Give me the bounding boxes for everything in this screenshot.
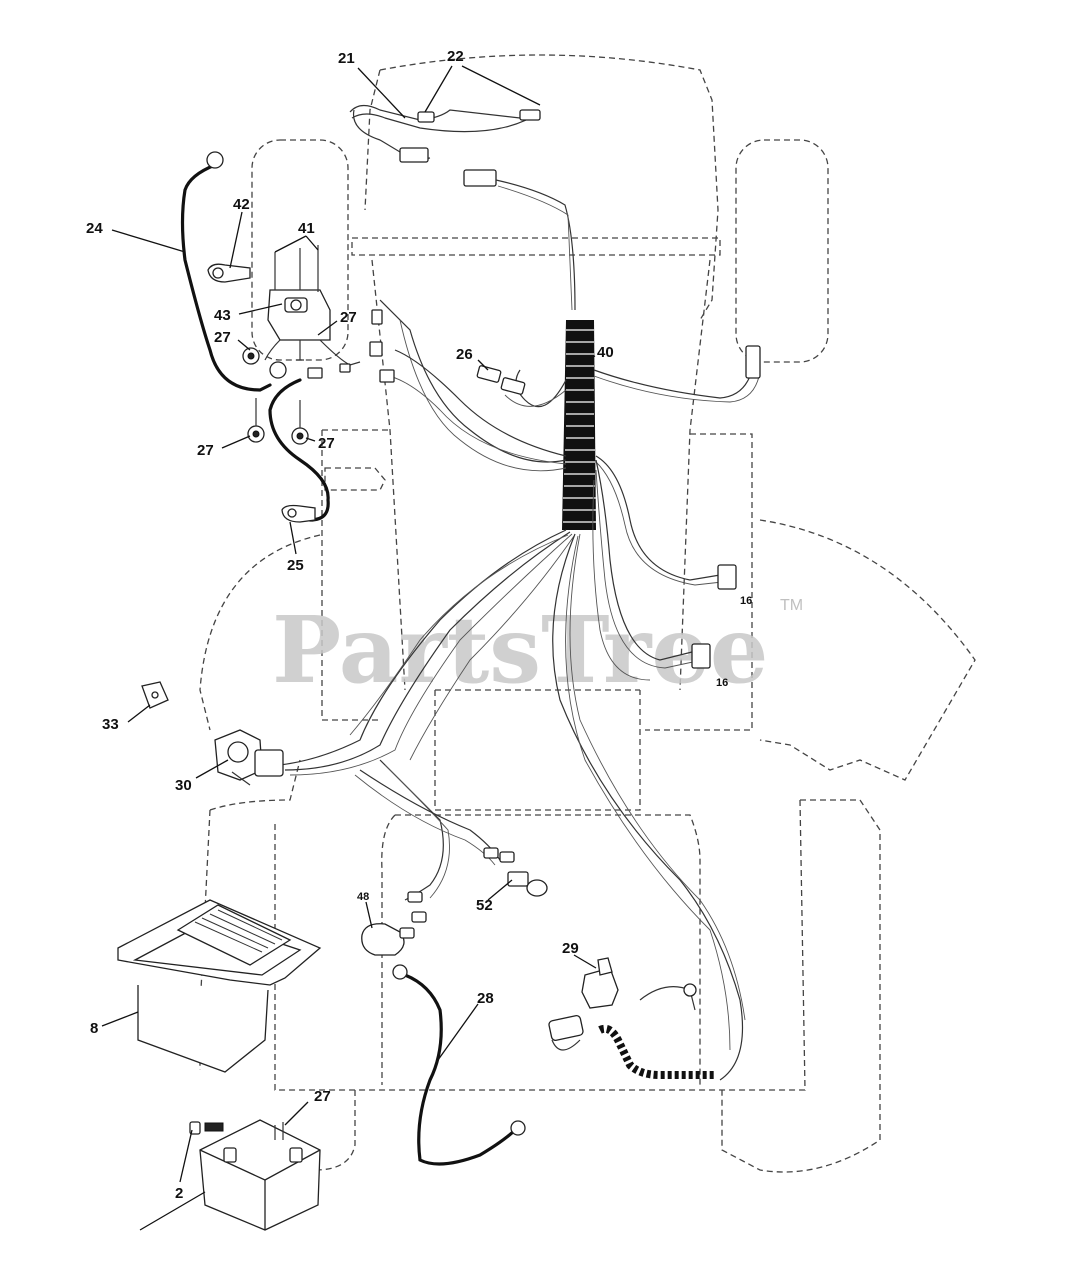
coil-cord: [598, 1024, 715, 1079]
callout-52: 52: [476, 897, 493, 914]
solenoid-assembly: [207, 245, 361, 379]
ignition-switch: [214, 729, 284, 786]
callout-16-upper: 16: [740, 595, 752, 607]
callout-48: 48: [357, 891, 369, 903]
callout-26: 26: [456, 346, 473, 363]
callout-27-solenoid: 27: [340, 309, 357, 326]
connector-26: [369, 309, 526, 395]
callout-8: 8: [90, 1020, 98, 1037]
callout-42: 42: [233, 196, 250, 213]
part-48-connector: [361, 891, 427, 956]
callout-24: 24: [86, 220, 103, 237]
leader-lines: [101, 65, 597, 1231]
watermark-trademark: TM: [780, 597, 803, 614]
callout-2: 2: [175, 1185, 183, 1202]
battery-2: [189, 1119, 321, 1231]
hex-nut-parts: [242, 347, 309, 445]
harness-wires: [279, 299, 761, 1081]
battery-cable-25: [268, 378, 330, 523]
callout-21: 21: [338, 50, 355, 67]
callout-27-left: 27: [214, 329, 231, 346]
battery-tray-8: [117, 899, 322, 1073]
callout-30: 30: [175, 777, 192, 794]
callout-16-lower: 16: [716, 677, 728, 689]
headlight-harness: [349, 104, 576, 311]
callout-27-battery: 27: [314, 1088, 331, 1105]
key-part-33: [141, 681, 169, 709]
callout-33: 33: [102, 716, 119, 733]
battery-cable-24: [180, 151, 287, 392]
ground-cable-28: [392, 964, 526, 1166]
harness-sleeve: [562, 320, 596, 530]
part-52-bulb: [483, 847, 548, 897]
callout-27-lower-right: 27: [318, 435, 335, 452]
callout-41: 41: [298, 220, 315, 237]
callout-28: 28: [477, 990, 494, 1007]
callout-27-lower-left: 27: [197, 442, 214, 459]
callout-29: 29: [562, 940, 579, 957]
seat-switch-29: [548, 957, 697, 1051]
callout-25: 25: [287, 557, 304, 574]
callout-labels: 21 22 24 42 41 43 27 27 27 27 26 40 25 1…: [86, 48, 752, 1202]
callout-22: 22: [447, 48, 464, 65]
watermark-text: PartsTree: [272, 596, 768, 704]
callout-40: 40: [597, 344, 614, 361]
callout-43: 43: [214, 307, 231, 324]
